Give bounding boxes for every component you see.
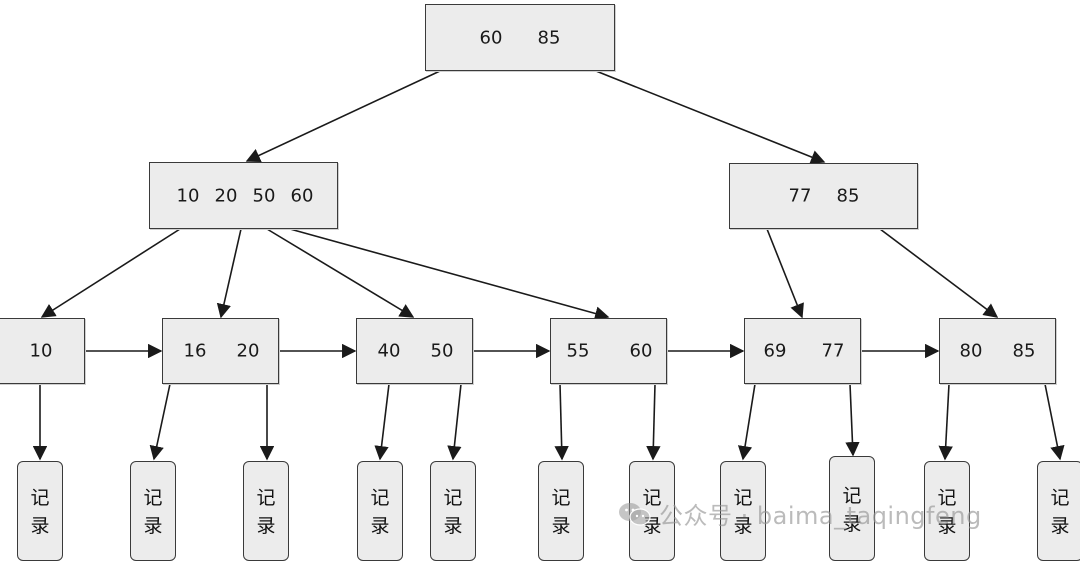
watermark-text: 公众号 · baima_taqingfeng <box>659 502 982 530</box>
internal-node-left: 10 20 50 60 <box>149 162 338 229</box>
connector-arrow <box>245 70 441 163</box>
connector-arrow <box>737 383 756 461</box>
leaf-4-key-2: 60 <box>629 340 653 362</box>
leaf-6-key-1: 80 <box>959 340 983 362</box>
record-box: 记 录 <box>829 456 875 561</box>
leaf-node-3: 40 50 <box>356 318 473 384</box>
internal-left-key-1: 10 <box>176 185 200 206</box>
internal-node-right: 77 85 <box>729 163 918 229</box>
record-char-2: 录 <box>256 515 276 537</box>
watermark: 公众号 · baima_taqingfeng <box>617 496 982 531</box>
leaf-node-6: 80 85 <box>939 318 1056 384</box>
leaf-5-key-1: 69 <box>763 340 787 362</box>
connector-arrow <box>595 70 826 164</box>
connector-arrow <box>266 228 415 318</box>
record-box: 记 录 <box>17 461 63 561</box>
connector-arrow <box>938 383 953 461</box>
leaf-6-key-2: 85 <box>1012 340 1036 362</box>
leaf-node-2: 16 20 <box>162 318 279 384</box>
root-node: 60 85 <box>425 4 615 71</box>
record-char-2: 录 <box>937 515 957 537</box>
record-char-1: 记 <box>256 487 276 509</box>
record-char-1: 记 <box>842 484 862 507</box>
record-char-2: 录 <box>842 512 862 535</box>
leaf-3-key-1: 40 <box>377 340 401 362</box>
connector-arrow <box>1044 383 1065 461</box>
internal-left-key-3: 50 <box>252 185 276 206</box>
connector-arrow <box>646 383 661 461</box>
connector-arrow <box>879 228 999 318</box>
record-box: 记 录 <box>1037 461 1080 561</box>
record-char-1: 记 <box>551 487 571 509</box>
internal-left-key-4: 60 <box>290 185 314 206</box>
internal-right-key-2: 85 <box>836 185 860 207</box>
leaf-node-1: 10 <box>0 318 85 384</box>
record-char-2: 录 <box>733 515 753 537</box>
internal-left-key-2: 20 <box>214 185 238 206</box>
record-char-2: 录 <box>30 515 50 537</box>
leaf-node-5: 69 77 <box>744 318 861 384</box>
connector-arrow <box>374 383 390 461</box>
connector-arrow <box>289 228 610 321</box>
record-char-1: 记 <box>443 487 463 509</box>
internal-right-key-1: 77 <box>788 185 812 207</box>
record-box: 记 录 <box>720 461 766 561</box>
record-char-1: 记 <box>733 487 753 509</box>
connector-arrow <box>216 228 242 319</box>
record-char-1: 记 <box>937 487 957 509</box>
record-box: 记 录 <box>430 461 476 561</box>
leaf-2-key-1: 16 <box>183 340 207 362</box>
record-box: 记 录 <box>538 461 584 561</box>
leaf-3-key-2: 50 <box>430 340 454 362</box>
wechat-icon <box>617 501 653 527</box>
record-char-1: 记 <box>1050 487 1070 509</box>
record-char-1: 记 <box>642 487 662 509</box>
connector-arrow <box>447 383 462 461</box>
record-char-2: 录 <box>143 515 163 537</box>
record-char-1: 记 <box>143 487 163 509</box>
connector-arrow <box>845 383 860 457</box>
connector-arrow <box>149 383 171 461</box>
record-box: 记 录 <box>243 461 289 561</box>
record-char-2: 录 <box>551 515 571 537</box>
record-char-1: 记 <box>370 487 390 509</box>
record-char-1: 记 <box>30 487 50 509</box>
root-key-1: 60 <box>479 27 503 48</box>
leaf-4-key-1: 55 <box>566 340 590 362</box>
leaf-5-key-2: 77 <box>821 340 845 362</box>
record-box: 记 录 <box>357 461 403 561</box>
record-char-2: 录 <box>1050 515 1070 537</box>
connector-arrow <box>766 228 804 319</box>
record-box: 记 录 <box>130 461 176 561</box>
connector-arrow <box>554 383 569 461</box>
leaf-2-key-2: 20 <box>236 340 260 362</box>
connector-arrow <box>40 228 181 318</box>
leaf-node-4: 55 60 <box>550 318 667 384</box>
record-box: 记 录 <box>924 461 970 561</box>
record-char-2: 录 <box>370 515 390 537</box>
leaf-1-key-1: 10 <box>29 340 53 362</box>
root-key-2: 85 <box>537 27 561 48</box>
record-char-2: 录 <box>443 515 463 537</box>
